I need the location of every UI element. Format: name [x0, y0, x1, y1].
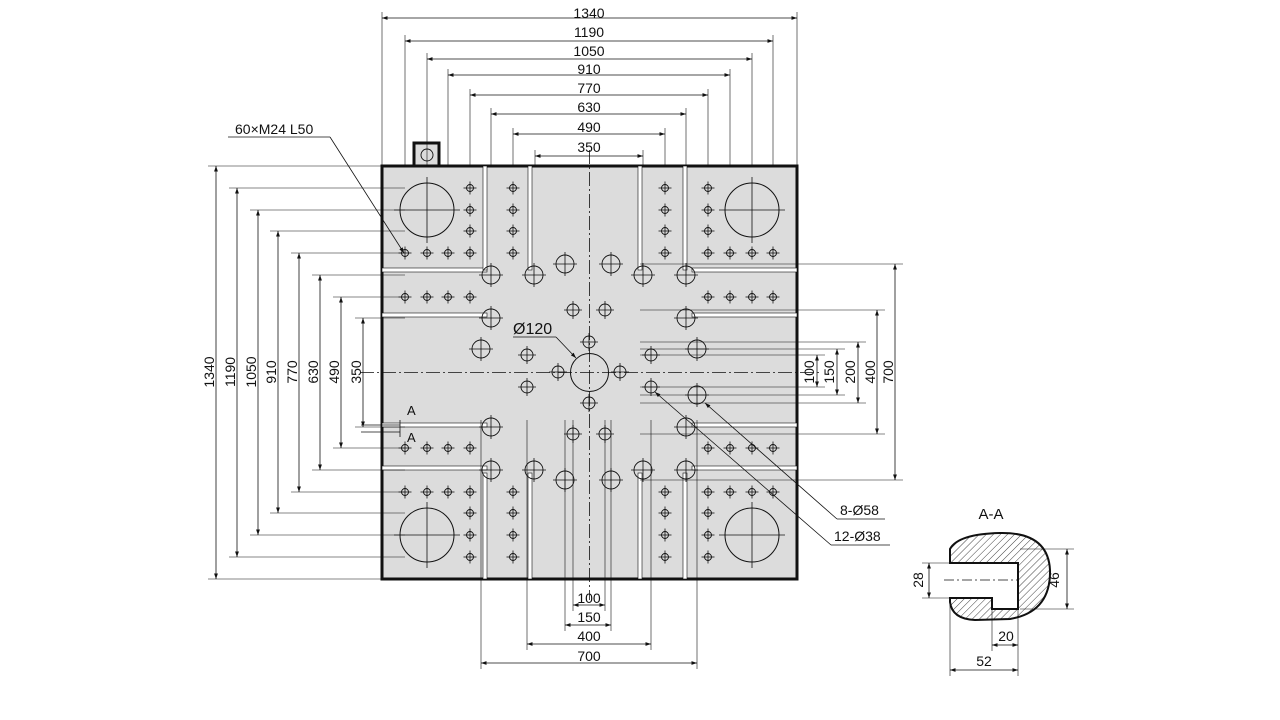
t-slot	[381, 465, 488, 471]
leader-line	[704, 402, 838, 520]
dim-left-350: 350	[348, 360, 364, 384]
dim-left-910: 910	[263, 360, 279, 384]
right-dimensions: 100 150 200 400 700	[801, 360, 896, 384]
dim-left-770: 770	[284, 360, 300, 384]
t-slot	[682, 165, 688, 271]
leader-line	[654, 391, 832, 546]
dim-top-350: 350	[577, 139, 601, 155]
dim-top-1340: 1340	[573, 5, 604, 21]
dim-right-700: 700	[880, 360, 896, 384]
dim-left-1050: 1050	[243, 356, 259, 387]
thread-spec-label: 60×M24 L50	[235, 121, 313, 137]
dim-right-100: 100	[801, 360, 817, 384]
dim-right-200: 200	[842, 360, 858, 384]
section-dim-20: 20	[998, 628, 1014, 644]
small-holes-label: 12-Ø38	[834, 528, 881, 544]
bottom-dimensions: 100 150 400 700	[577, 590, 601, 664]
t-slot	[527, 165, 533, 271]
t-slot	[527, 472, 533, 580]
dim-bottom-400: 400	[577, 628, 601, 644]
dim-right-400: 400	[862, 360, 878, 384]
t-slot	[637, 165, 643, 271]
dim-left-1340: 1340	[201, 356, 217, 387]
section-dim-28: 28	[910, 572, 926, 588]
section-dim-52: 52	[976, 653, 992, 669]
t-slot	[381, 312, 488, 318]
dim-top-630: 630	[577, 99, 601, 115]
dim-right-150: 150	[821, 360, 837, 384]
dim-top-770: 770	[577, 80, 601, 96]
section-a-a: A-A	[944, 506, 1052, 622]
dim-top-910: 910	[577, 61, 601, 77]
center-bore-label: Ø120	[513, 321, 552, 338]
t-slot	[482, 165, 488, 271]
left-dimensions: 1340 1190 1050 910 770 630 490 350	[201, 356, 364, 387]
t-slot	[482, 472, 488, 580]
center-bore	[570, 353, 609, 392]
t-slot	[637, 472, 643, 580]
dim-left-630: 630	[305, 360, 321, 384]
dim-top-1190: 1190	[574, 24, 604, 40]
dim-left-1190: 1190	[222, 357, 238, 387]
dim-left-490: 490	[326, 360, 342, 384]
section-mark-lower: A	[407, 430, 416, 445]
lifting-lug	[412, 141, 441, 168]
drawing-geometry	[208, 12, 1074, 676]
leader-line	[329, 136, 405, 254]
t-slot	[682, 472, 688, 580]
large-holes-label: 8-Ø58	[840, 502, 879, 518]
dim-bottom-150: 150	[577, 609, 601, 625]
dim-bottom-100: 100	[577, 590, 601, 606]
section-mark-upper: A	[407, 403, 416, 418]
t-slot	[691, 312, 798, 318]
t-slot	[381, 267, 488, 273]
t-slot	[691, 267, 798, 273]
section-title: A-A	[978, 506, 1003, 523]
section-dim-46: 46	[1046, 572, 1062, 588]
dim-top-1050: 1050	[573, 43, 604, 59]
top-dimensions: 1340 1190 1050 910 770 630 490 350	[573, 5, 604, 155]
leader-line	[555, 336, 577, 359]
dim-bottom-700: 700	[577, 648, 601, 664]
t-slot	[691, 422, 798, 428]
dim-top-490: 490	[577, 119, 601, 135]
